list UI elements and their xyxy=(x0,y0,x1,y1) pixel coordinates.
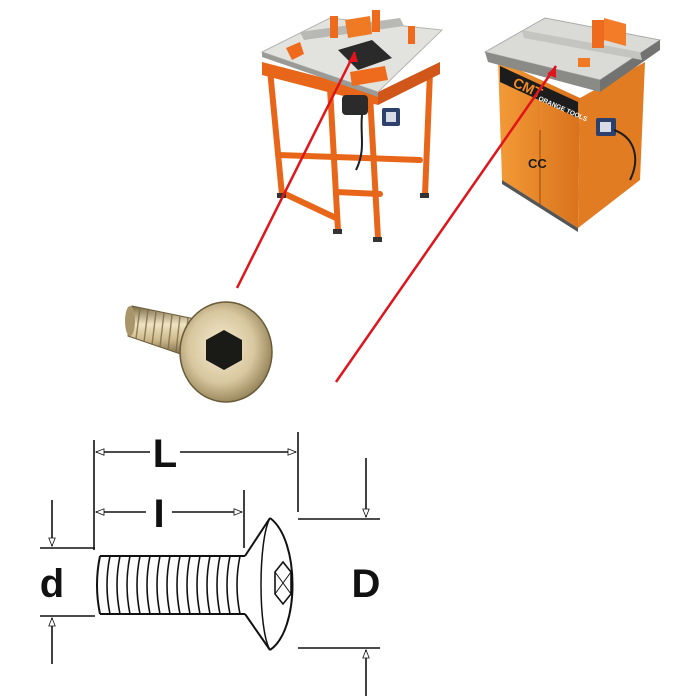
cabinet-door-text: CC xyxy=(528,156,547,171)
hex-socket-icon xyxy=(206,330,242,370)
router-table-icon xyxy=(260,10,444,242)
screw-technical-drawing xyxy=(96,517,294,651)
extension-lines xyxy=(40,432,380,649)
dimension-arrows xyxy=(48,448,370,696)
dimension-label-thread-diameter: d xyxy=(40,562,64,606)
countersunk-screw-photo xyxy=(125,301,273,403)
dimension-label-thread-length: I xyxy=(153,492,164,536)
router-cabinet-icon: CMT ORANGE TOOLS CC xyxy=(483,17,662,232)
pointer-lines xyxy=(235,51,558,383)
dimension-label-length: L xyxy=(153,432,177,476)
dimension-label-head-diameter: D xyxy=(352,562,381,606)
